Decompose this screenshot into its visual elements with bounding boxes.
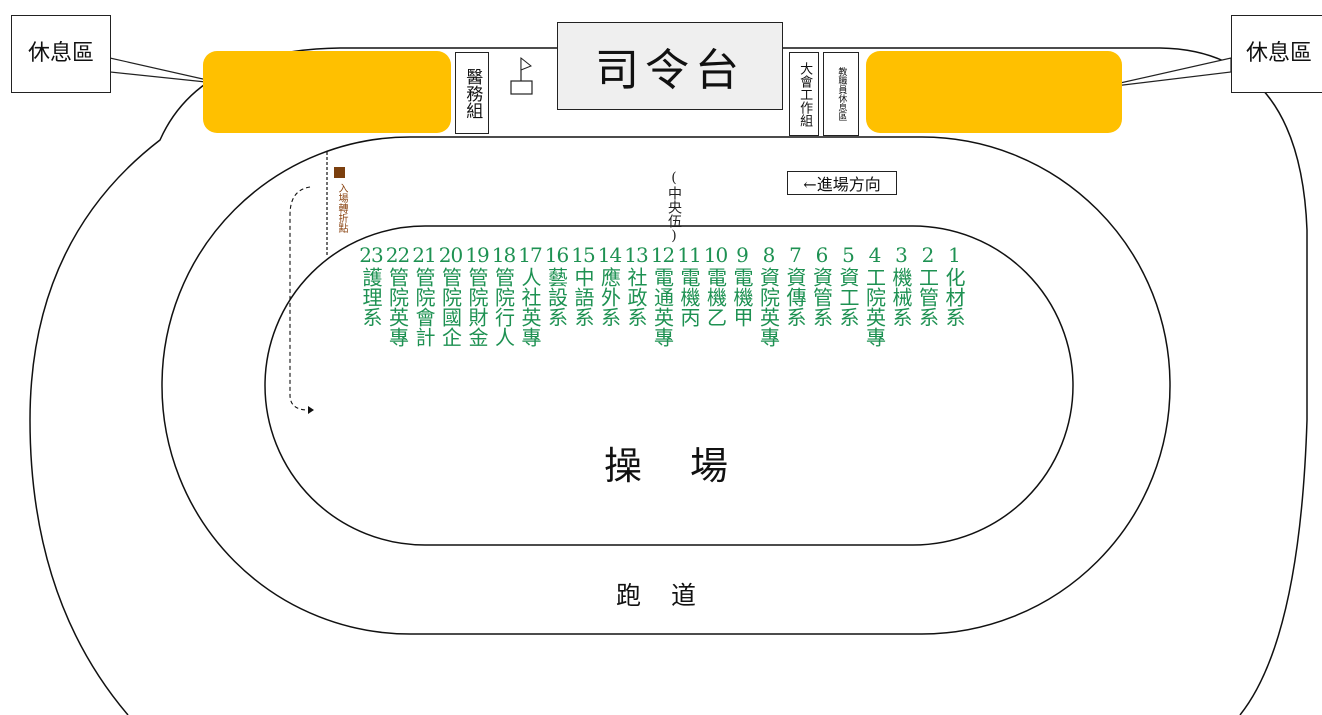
command-stage: 司令台 (557, 22, 783, 110)
department-number: 19 (465, 243, 489, 267)
department-name: 資傳系 (783, 267, 807, 327)
department-number: 12 (650, 243, 675, 267)
meeting-staff-label: 大會工作組 (797, 61, 813, 127)
department-number: 3 (895, 243, 908, 267)
department-number: 21 (412, 243, 436, 267)
field-outline (264, 225, 1074, 546)
department-name: 應外系 (597, 267, 622, 327)
department-name: 電機丙 (677, 267, 701, 327)
department-number: 8 (762, 243, 776, 267)
rest-area-left (203, 51, 451, 133)
center-column-label: (中央伍) (666, 170, 682, 244)
middle-track-line (161, 136, 1171, 635)
outer-track-line (29, 47, 1308, 715)
rest-area-right-callout: 休息區 (1231, 15, 1322, 93)
department-name: 資管系 (809, 267, 834, 327)
department-name: 管院國企 (438, 267, 463, 347)
rest-area-right-label: 休息區 (1245, 41, 1312, 66)
department-number: 4 (868, 243, 882, 267)
department-name: 化材系 (942, 267, 966, 327)
department-name: 工院英專 (862, 267, 887, 347)
department-number: 1 (948, 243, 961, 267)
flag-icon (510, 56, 533, 95)
department-name: 管院會計 (412, 267, 436, 347)
department-name: 資工系 (836, 267, 860, 327)
field-label: 操場 (604, 444, 777, 488)
department-number: 23 (359, 243, 383, 267)
department-name: 管院英專 (385, 267, 410, 347)
department-number: 7 (789, 243, 802, 267)
faculty-rest-box: 教職員休息區 (823, 52, 859, 136)
department-name: 管院行人 (491, 267, 516, 347)
faculty-rest-label: 教職員休息區 (836, 67, 847, 121)
department-number: 15 (571, 243, 595, 267)
department-number: 14 (597, 243, 622, 267)
stage-label: 司令台 (595, 45, 745, 96)
department-number: 22 (385, 243, 410, 267)
department-number: 9 (736, 243, 749, 267)
department-number: 13 (624, 243, 648, 267)
medical-team-label: 醫務組 (462, 67, 483, 119)
department-name: 護理系 (359, 267, 383, 327)
department-name: 中語系 (571, 267, 595, 327)
department-name: 電機乙 (703, 267, 728, 327)
turn-arrow-head (308, 406, 314, 414)
rest-area-right (866, 51, 1122, 133)
department-number: 5 (842, 243, 855, 267)
department-name: 資院英專 (756, 267, 781, 347)
turn-arrow (289, 186, 311, 411)
department-number: 17 (518, 243, 542, 267)
department-name: 工管系 (915, 267, 940, 327)
department-name: 社政系 (624, 267, 648, 327)
rest-area-left-callout: 休息區 (11, 15, 111, 93)
department-name: 機械系 (889, 267, 913, 327)
department-name: 管院財金 (465, 267, 489, 347)
meeting-staff-box: 大會工作組 (789, 52, 819, 136)
department-name: 電通英專 (650, 267, 675, 347)
department-name: 人社英專 (518, 267, 542, 347)
department-number: 10 (703, 243, 728, 267)
department-name: 藝設系 (544, 267, 569, 327)
department-number: 16 (544, 243, 569, 267)
entry-direction-label: ←進場方向 (803, 175, 881, 194)
turn-point-label: 入場轉折點 (336, 183, 347, 233)
turn-point-marker (334, 167, 345, 178)
department-number: 6 (815, 243, 829, 267)
track-label: 跑道 (616, 581, 727, 610)
department-name: 電機甲 (730, 267, 754, 327)
department-number: 2 (921, 243, 935, 267)
department-number: 11 (677, 243, 701, 267)
department-number: 18 (491, 243, 516, 267)
medical-team-box: 醫務組 (455, 52, 489, 134)
entry-direction-box: ←進場方向 (787, 171, 897, 195)
department-number: 20 (438, 243, 463, 267)
rest-area-left-label: 休息區 (27, 41, 94, 66)
